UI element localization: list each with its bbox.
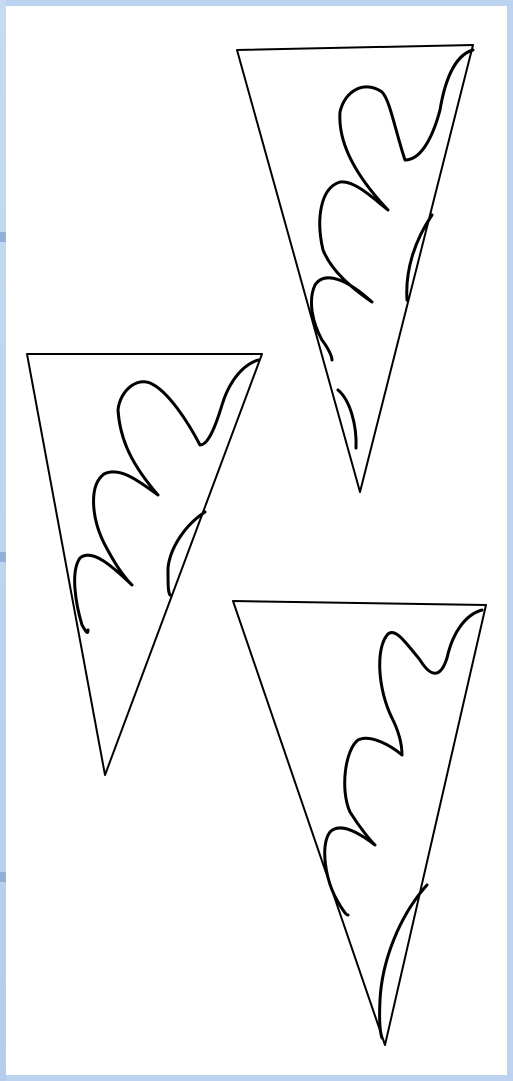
template-top-right bbox=[237, 45, 473, 492]
cut-line-bottom-right bbox=[325, 610, 482, 915]
cut-line-middle-left bbox=[75, 360, 258, 632]
template-bottom-right bbox=[233, 601, 486, 1045]
fold-triangle-bottom-right bbox=[233, 601, 486, 1045]
template-middle-left bbox=[27, 354, 262, 775]
cut-line-top-right bbox=[311, 50, 473, 360]
fold-triangle-middle-left bbox=[27, 354, 262, 775]
